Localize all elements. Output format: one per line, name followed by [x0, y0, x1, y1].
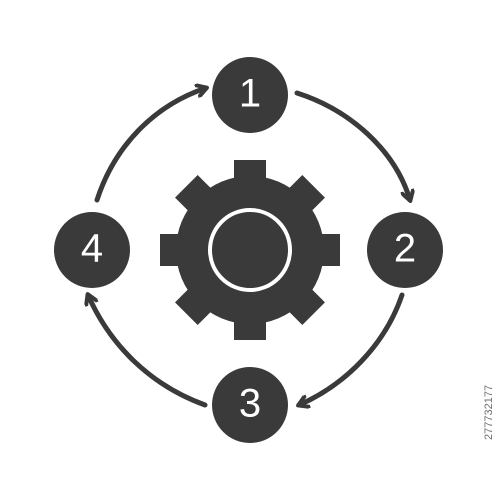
step-node-2: 2: [367, 212, 443, 288]
gear-tooth: [281, 281, 325, 325]
step-node-4-circle: [54, 212, 130, 288]
step-node-1-circle: [212, 57, 288, 133]
step-node-4-label: 4: [81, 227, 103, 271]
step-node-1: 1: [212, 57, 288, 133]
step-node-3: 3: [212, 367, 288, 443]
gear-tooth: [281, 175, 325, 219]
stock-image-id: 277732177: [483, 385, 495, 440]
arrow-4-to-1: [94, 88, 206, 203]
gear-tooth: [175, 281, 219, 325]
gear-teeth: [160, 160, 340, 340]
arrow-1-to-2: [294, 90, 410, 200]
step-node-4: 4: [54, 212, 130, 288]
gear-icon: [160, 160, 340, 340]
step-node-3-label: 3: [239, 382, 261, 426]
arrow-3-to-4: [88, 295, 208, 408]
step-node-3-circle: [212, 367, 288, 443]
step-node-1-label: 1: [239, 72, 261, 116]
gear-tooth: [175, 175, 219, 219]
arrow-2-to-3: [299, 292, 405, 405]
step-node-2-label: 2: [394, 227, 416, 271]
step-node-2-circle: [367, 212, 443, 288]
